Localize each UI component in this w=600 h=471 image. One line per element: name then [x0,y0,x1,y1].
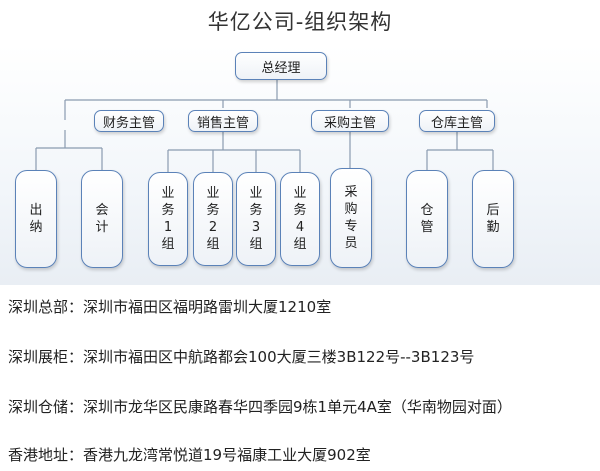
address-value: 香港九龙湾常悦道19号福康工业大厦902室 [83,446,371,464]
org-node-sales-head: 销售主管 [188,110,258,132]
address-line-hq: 深圳总部：深圳市福田区福明路雷圳大厦1210室 [8,296,331,317]
address-label: 深圳总部： [8,298,84,316]
role-char: 3 [251,220,261,235]
role-char: 4 [295,220,305,235]
role-char: 务 [293,203,307,218]
role-char: 业 [249,186,263,201]
role-char: 业 [206,186,220,201]
address-line-showroom: 深圳展柜：深圳市福田区中航路都会100大厦三楼3B122号--3B123号 [8,346,474,367]
org-node-cashier: 出 纳 [15,170,57,268]
role-char: 仓 [420,203,434,218]
address-value: 深圳市龙华区民康路春华四季园9栋1单元4A室（华南物园对面） [83,398,512,416]
address-line-hongkong: 香港地址：香港九龙湾常悦道19号福康工业大厦902室 [8,444,371,465]
role-char: 纳 [29,220,43,235]
address-value: 深圳市福田区中航路都会100大厦三楼3B122号--3B123号 [83,348,475,366]
org-node-purchasing-specialist: 采 购 专 员 [330,168,372,268]
role-char: 业 [293,186,307,201]
org-node-warehouse-head: 仓库主管 [419,110,495,132]
role-char: 1 [163,220,173,235]
org-node-label: 财务主管 [102,115,155,131]
role-char: 2 [208,220,218,235]
role-char: 员 [344,236,358,251]
role-char: 后 [486,203,500,218]
org-node-sales-group-1: 业 务 1 组 [148,172,188,266]
org-node-purchasing-head: 采购主管 [311,110,389,132]
org-node-logistics: 后 勤 [472,170,514,268]
org-node-label: 销售主管 [196,115,249,131]
role-char: 组 [293,237,307,252]
role-char: 务 [161,203,175,218]
role-char: 务 [206,203,220,218]
address-line-warehouse: 深圳仓储：深圳市龙华区民康路春华四季园9栋1单元4A室（华南物园对面） [8,396,512,417]
role-char: 管 [420,220,434,235]
role-char: 组 [206,237,220,252]
org-node-finance-head: 财务主管 [94,110,164,132]
org-node-label: 仓库主管 [430,115,483,131]
address-value: 深圳市福田区福明路雷圳大厦1210室 [83,298,332,316]
org-node-accountant: 会 计 [81,170,123,268]
org-node-sales-group-4: 业 务 4 组 [280,172,320,266]
role-char: 专 [344,219,358,234]
address-label: 深圳展柜： [8,348,84,366]
role-char: 组 [161,237,175,252]
org-chart-connectors [35,80,494,172]
role-char: 购 [344,202,358,217]
org-node-sales-group-2: 业 务 2 组 [193,172,233,266]
org-node-warehouse-keeper: 仓 管 [406,170,448,268]
page-title: 华亿公司-组织架构 [207,10,393,34]
role-char: 业 [161,186,175,201]
address-label: 香港地址： [8,446,84,464]
address-label: 深圳仓储： [8,398,84,416]
role-char: 计 [95,220,109,235]
role-char: 采 [344,185,358,200]
org-node-sales-group-3: 业 务 3 组 [236,172,276,266]
org-node-label: 采购主管 [323,115,376,131]
role-char: 组 [249,237,263,252]
org-node-label: 总经理 [261,60,301,76]
role-char: 会 [95,203,109,218]
role-char: 出 [29,203,43,218]
org-node-ceo: 总经理 [235,52,327,80]
role-char: 勤 [486,220,500,235]
role-char: 务 [249,203,263,218]
